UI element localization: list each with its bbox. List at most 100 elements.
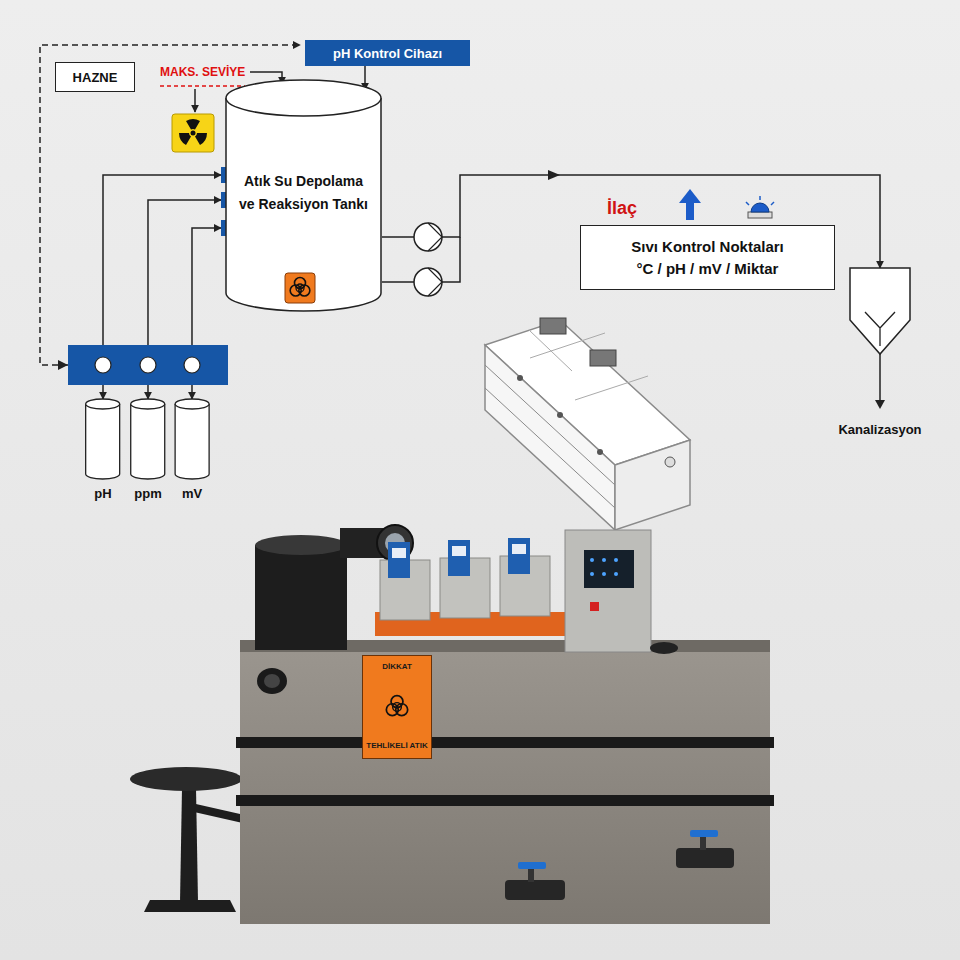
dosing-arrow (679, 189, 701, 203)
dosing-pump (512, 544, 526, 554)
pump-symbol (414, 223, 442, 251)
control-panel (584, 550, 634, 588)
biohazard-core (299, 287, 302, 290)
node-text: pH (94, 486, 111, 501)
node-text: Atık Su Depolama ve Reaksiyon Tankı (237, 170, 370, 216)
tank-body (257, 668, 287, 694)
tank-body (236, 640, 774, 924)
storage-box: HAZNE (55, 62, 135, 92)
warning-sign: DİKKAT TEHLİKELİ ATIK (362, 655, 432, 759)
line-drawing (597, 449, 603, 455)
tank-cylinder: Atık Su Depolama ve Reaksiyon Tankı (225, 78, 382, 313)
chemical-container: pH (84, 398, 121, 503)
control-panel (602, 572, 606, 576)
radiation-symbol (195, 133, 207, 145)
biohazard-symbol (380, 690, 414, 724)
tank-body (236, 737, 774, 748)
dosing-pump (375, 538, 565, 636)
line-drawing (485, 318, 690, 530)
alarm-light (748, 212, 772, 218)
node-content: ppm (114, 484, 181, 502)
chemical-label: İlaç (607, 198, 637, 219)
ball-valve (505, 880, 565, 900)
pump-symbol (414, 223, 442, 296)
dosing-pump (388, 542, 410, 578)
level-label: MAKS. SEVİYE (160, 65, 245, 79)
ball-valve (518, 862, 546, 869)
line-drawing (540, 318, 566, 334)
ball-valve (676, 848, 734, 868)
node-content: Kanalizasyon (825, 420, 935, 438)
node-content: pH Kontrol Cihazı (305, 40, 470, 66)
control-panel (565, 530, 651, 652)
biohazard-core (395, 705, 398, 708)
sensor-manifold (68, 345, 228, 385)
line-drawing (529, 330, 572, 371)
funnel-inner (865, 312, 895, 346)
stool (144, 900, 236, 912)
chemical-container: ppm (124, 398, 171, 503)
node-content: mV (162, 484, 222, 502)
control-panel (565, 530, 678, 654)
funnel-body (850, 268, 910, 354)
level-marker (160, 85, 245, 87)
level-marker (194, 89, 196, 112)
radiation-symbol (172, 114, 214, 152)
radiation-symbol (191, 131, 196, 136)
control-panel (650, 642, 678, 654)
container-top (131, 399, 165, 409)
control-panel (590, 602, 599, 611)
radiation-symbol (186, 119, 200, 129)
dosing-arrow (679, 189, 701, 220)
alarm-light (746, 196, 774, 218)
alarm-light (759, 196, 761, 200)
flow-arrow (548, 170, 560, 180)
line-drawing (485, 388, 615, 508)
control-panel (590, 572, 594, 576)
container-body (86, 404, 120, 479)
stool (130, 767, 248, 912)
node-text: °C / pH / mV / Miktar (637, 258, 779, 280)
tank-outline (225, 78, 382, 313)
sensor-manifold (95, 357, 111, 373)
flow-arrow (548, 170, 560, 180)
drain-funnel: Kanalizasyon (825, 262, 935, 444)
pump-symbol (428, 268, 442, 296)
sensor-manifold (140, 357, 156, 373)
node-text: Kanalizasyon (838, 422, 921, 437)
node-text: Sıvı Kontrol Noktaları (631, 236, 784, 258)
funnel-outline (825, 262, 935, 444)
radiation-symbol (172, 114, 214, 152)
control-panel (602, 558, 606, 562)
tank-body (264, 674, 280, 688)
dosing-arrow (686, 201, 694, 220)
outflow-arrowhead (875, 400, 885, 409)
node-text: pH Kontrol Cihazı (333, 46, 442, 61)
line-drawing (485, 365, 615, 485)
line-drawing (517, 375, 523, 381)
line-drawing (615, 440, 690, 530)
line-drawing (665, 457, 675, 467)
node-content: pH (74, 484, 131, 502)
line-drawing (557, 412, 563, 418)
chemical-container: mV (172, 398, 212, 503)
alarm-light (751, 203, 769, 212)
ball-valve (690, 830, 718, 837)
node-text: DİKKAT (382, 662, 412, 671)
node-content: HAZNE (56, 63, 134, 91)
radiation-symbol (179, 133, 191, 145)
pump-symbol (428, 223, 442, 251)
alarm-light (771, 202, 774, 205)
container-body (175, 404, 209, 479)
dosing-pump (508, 538, 530, 574)
dosing-pump (392, 548, 406, 558)
container-top (175, 399, 209, 409)
node-text: TEHLİKELİ ATIK (366, 741, 427, 750)
black-cylinder (255, 535, 347, 555)
biohazard-ring (296, 284, 304, 292)
line-drawing (590, 350, 616, 366)
node-text: ppm (134, 486, 161, 501)
